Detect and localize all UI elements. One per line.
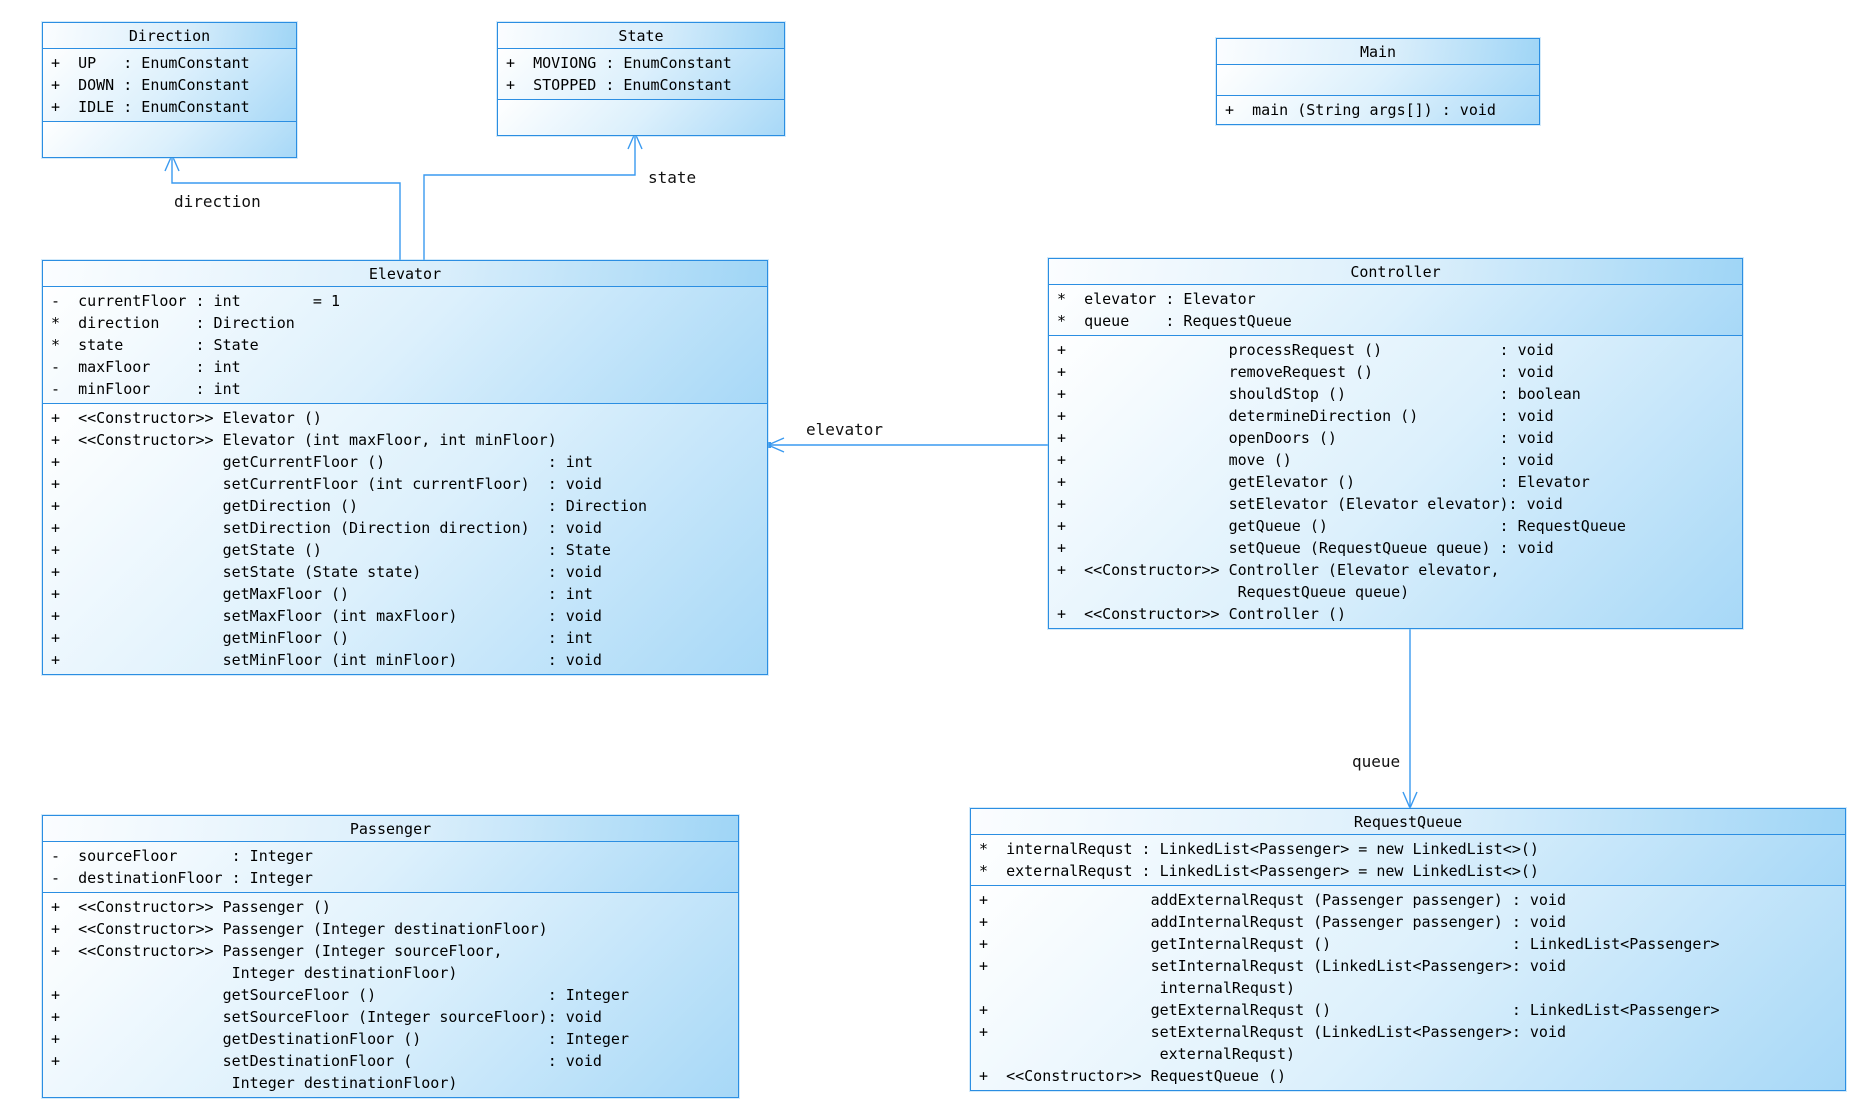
member-line: + getCurrentFloor () : int: [51, 453, 593, 471]
member-line: + <<Constructor>> Controller (Elevator e…: [1057, 561, 1500, 579]
member-line: - destinationFloor : Integer: [51, 869, 313, 887]
class-attributes: * internalRequst : LinkedList<Passenger>…: [971, 835, 1845, 885]
member-line: + removeRequest () : void: [1057, 363, 1554, 381]
member-line: + <<Constructor>> Passenger (Integer sou…: [51, 942, 503, 960]
class-box-state[interactable]: State + MOVIONG : EnumConstant + STOPPED …: [497, 22, 785, 136]
member-line: Integer destinationFloor): [51, 1074, 458, 1092]
member-line: + addInternalRequst (Passenger passenger…: [979, 913, 1566, 931]
member-line: + getQueue () : RequestQueue: [1057, 517, 1626, 535]
member-line: + setState (State state) : void: [51, 563, 602, 581]
member-line: + determineDirection () : void: [1057, 407, 1554, 425]
class-title: Direction: [43, 23, 296, 49]
member-line: + <<Constructor>> Passenger (Integer des…: [51, 920, 548, 938]
member-line: * elevator : Elevator: [1057, 290, 1256, 308]
member-line: + addExternalRequst (Passenger passenger…: [979, 891, 1566, 909]
class-title: Main: [1217, 39, 1539, 65]
member-line: + getElevator () : Elevator: [1057, 473, 1590, 491]
member-line: + getMinFloor () : int: [51, 629, 593, 647]
class-methods: + <<Constructor>> Elevator () + <<Constru…: [43, 403, 767, 674]
class-box-direction[interactable]: Direction + UP : EnumConstant + DOWN : En…: [42, 22, 297, 158]
member-line: + setElevator (Elevator elevator): void: [1057, 495, 1563, 513]
member-line: + move () : void: [1057, 451, 1554, 469]
member-line: + setQueue (RequestQueue queue) : void: [1057, 539, 1554, 557]
member-line: * internalRequst : LinkedList<Passenger>…: [979, 840, 1539, 858]
class-methods: + addExternalRequst (Passenger passenger…: [971, 885, 1845, 1090]
class-methods: [43, 121, 296, 157]
member-line: + getExternalRequst () : LinkedList<Pass…: [979, 1001, 1720, 1019]
member-line: + setDirection (Direction direction) : v…: [51, 519, 602, 537]
class-title: State: [498, 23, 784, 49]
class-methods: [498, 99, 784, 135]
class-attributes: [1217, 65, 1539, 95]
member-line: - maxFloor : int: [51, 358, 241, 376]
member-line: + setSourceFloor (Integer sourceFloor): …: [51, 1008, 602, 1026]
member-line: + getMaxFloor () : int: [51, 585, 593, 603]
member-line: RequestQueue queue): [1057, 583, 1410, 601]
class-box-passenger[interactable]: Passenger - sourceFloor : Integer - desti…: [42, 815, 739, 1098]
class-box-controller[interactable]: Controller * elevator : Elevator * queue …: [1048, 258, 1743, 629]
member-line: + <<Constructor>> Passenger (): [51, 898, 331, 916]
class-box-elevator[interactable]: Elevator - currentFloor : int = 1 * direc…: [42, 260, 768, 675]
member-line: + getSourceFloor () : Integer: [51, 986, 629, 1004]
member-line: + shouldStop () : boolean: [1057, 385, 1581, 403]
class-methods: + main (String args[]) : void: [1217, 95, 1539, 124]
class-box-main[interactable]: Main + main (String args[]) : void: [1216, 38, 1540, 125]
member-line: + openDoors () : void: [1057, 429, 1554, 447]
class-box-requestqueue[interactable]: RequestQueue * internalRequst : LinkedLi…: [970, 808, 1846, 1091]
member-line: + getInternalRequst () : LinkedList<Pass…: [979, 935, 1720, 953]
member-line: + MOVIONG : EnumConstant: [506, 54, 732, 72]
member-line: + setExternalRequst (LinkedList<Passenge…: [979, 1023, 1566, 1041]
member-line: + setCurrentFloor (int currentFloor) : v…: [51, 475, 602, 493]
member-line: + <<Constructor>> Elevator (): [51, 409, 322, 427]
member-line: - sourceFloor : Integer: [51, 847, 313, 865]
member-line: + setMaxFloor (int maxFloor) : void: [51, 607, 602, 625]
association-label-queue: queue: [1352, 752, 1401, 771]
class-attributes: - sourceFloor : Integer - destinationFloo…: [43, 842, 738, 892]
class-title: Controller: [1049, 259, 1742, 285]
association-elevator-state[interactable]: [423, 132, 643, 260]
member-line: + main (String args[]) : void: [1225, 101, 1496, 119]
class-attributes: * elevator : Elevator * queue : RequestQu…: [1049, 285, 1742, 335]
member-line: + DOWN : EnumConstant: [51, 76, 250, 94]
member-line: * queue : RequestQueue: [1057, 312, 1292, 330]
association-controller-elevator[interactable]: [765, 437, 1048, 453]
member-line: + STOPPED : EnumConstant: [506, 76, 732, 94]
member-line: + setInternalRequst (LinkedList<Passenge…: [979, 957, 1566, 975]
class-title: Passenger: [43, 816, 738, 842]
member-line: + setMinFloor (int minFloor) : void: [51, 651, 602, 669]
member-line: + setDestinationFloor ( : void: [51, 1052, 602, 1070]
association-label-elevator: elevator: [806, 420, 884, 439]
member-line: + getDestinationFloor () : Integer: [51, 1030, 629, 1048]
member-line: Integer destinationFloor): [51, 964, 458, 982]
member-line: * direction : Direction: [51, 314, 295, 332]
class-title: RequestQueue: [971, 809, 1845, 835]
member-line: * externalRequst : LinkedList<Passenger>…: [979, 862, 1539, 880]
class-methods: + <<Constructor>> Passenger () + <<Constr…: [43, 892, 738, 1097]
member-line: - currentFloor : int = 1: [51, 292, 340, 310]
member-line: externalRequst): [979, 1045, 1296, 1063]
association-label-state: state: [648, 168, 697, 187]
association-controller-requestqueue[interactable]: [1402, 624, 1418, 809]
member-line: + <<Constructor>> RequestQueue (): [979, 1067, 1287, 1085]
association-label-direction: direction: [174, 192, 261, 211]
member-line: + <<Constructor>> Elevator (int maxFloor…: [51, 431, 557, 449]
member-line: internalRequst): [979, 979, 1296, 997]
class-title: Elevator: [43, 261, 767, 287]
member-line: + processRequest () : void: [1057, 341, 1554, 359]
member-line: - minFloor : int: [51, 380, 241, 398]
class-attributes: + MOVIONG : EnumConstant + STOPPED : Enum…: [498, 49, 784, 99]
member-line: * state : State: [51, 336, 259, 354]
member-line: + IDLE : EnumConstant: [51, 98, 250, 116]
class-methods: + processRequest () : void + removeReques…: [1049, 335, 1742, 628]
member-line: + getDirection () : Direction: [51, 497, 648, 515]
class-attributes: + UP : EnumConstant + DOWN : EnumConstant…: [43, 49, 296, 121]
member-line: + UP : EnumConstant: [51, 54, 250, 72]
class-attributes: - currentFloor : int = 1 * direction : Di…: [43, 287, 767, 403]
member-line: + <<Constructor>> Controller (): [1057, 605, 1346, 623]
member-line: + getState () : State: [51, 541, 611, 559]
